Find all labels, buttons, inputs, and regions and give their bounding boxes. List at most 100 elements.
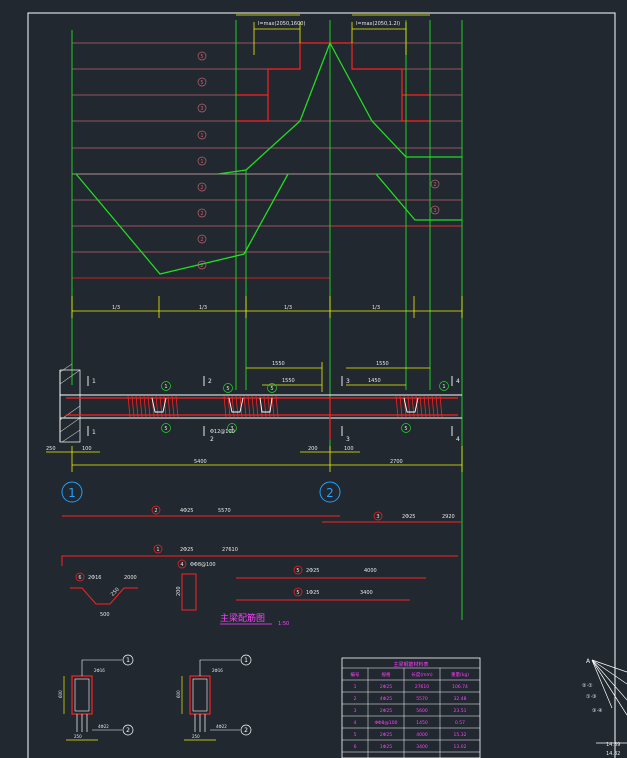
row-marker: 1 [200, 133, 203, 139]
bar-length: 4000 [364, 568, 377, 574]
table-cell: 6 [354, 744, 357, 750]
table-cell: 32.48 [454, 696, 467, 702]
detail-width: 250 [74, 734, 82, 739]
section-2-bottom: 2 [210, 436, 214, 443]
detail-axis-bottom: 2 [244, 727, 248, 734]
top-dim-right: l=max(2050,1.2l) [356, 21, 400, 27]
section-4-top: 4 [456, 378, 460, 385]
bar-length: 2000 [124, 575, 137, 581]
detail-bottom-bar: 4Φ22 [216, 724, 227, 729]
table-cell: 5570 [416, 696, 428, 702]
cut-length-top-left: 1550 [272, 361, 285, 367]
moment-diagram: l=max(2050,1600) l=max(2050,1.2l) 5 5 3 1 1 2… [71, 14, 463, 620]
row-marker: 2 [200, 185, 203, 191]
bar-spec: 1Φ25 [306, 590, 319, 596]
top-dim-left: l=max(2050,1600) [258, 21, 305, 27]
detail-top-bar: 2Φ16 [94, 668, 105, 673]
table-cell: ΦΦ8@100 [374, 720, 397, 726]
right-marker: 3 [433, 208, 436, 214]
span-dim-3: 1/3 [284, 305, 292, 311]
section-2-top: 2 [208, 378, 212, 385]
cut-length-top-right: 1550 [376, 361, 389, 367]
beam-label-top-3: 5 [270, 386, 273, 392]
beam-label-bottom-1: 5 [164, 426, 167, 432]
bar-spec: 2Φ16 [88, 575, 101, 581]
beam-label-top-1: 1 [164, 384, 167, 390]
table-header-cell: 规格 [382, 671, 391, 678]
table-cell: 2Φ25 [380, 732, 392, 738]
corner-label-4: 14.89 [606, 742, 620, 748]
corner-label-2: ①·③ [586, 694, 597, 700]
bar-spec: 2Φ25 [306, 568, 319, 574]
corner-label-1: ②·① [582, 683, 593, 689]
detail-axis-top: 1 [244, 657, 248, 664]
table-header-cell: 重量(kg) [451, 671, 469, 678]
span-length-1: 5400 [194, 459, 207, 465]
detail-height: 600 [58, 690, 63, 698]
support-dim-4: 100 [344, 446, 354, 452]
row-marker: 5 [200, 80, 203, 86]
row-marker: 2 [200, 237, 203, 243]
detail-height: 600 [176, 690, 181, 698]
beam-label-top-4: 1 [442, 384, 445, 390]
table-cell: 1Φ25 [380, 744, 392, 750]
table-cell: 15.32 [454, 732, 467, 738]
stirrup-dim: 200 [176, 586, 182, 596]
span-dim-2: 1/3 [199, 305, 207, 311]
table-cell: 4000 [416, 732, 428, 738]
table-cell: 2Φ25 [380, 708, 392, 714]
support-dim-1: 250 [46, 446, 56, 452]
row-marker: 2 [200, 211, 203, 217]
row-marker: 5 [200, 54, 203, 60]
bar-spec: 4Φ25 [180, 508, 193, 514]
drawing-frame [27, 12, 616, 758]
table-cell: 1450 [416, 720, 428, 726]
table-cell: 5 [354, 732, 357, 738]
corner-fragment: A ②·① ①·③ ③·④ 14.89 14.82 [582, 658, 627, 757]
axis-1-label: 1 [68, 486, 76, 500]
table-title: 主梁钢筋材料表 [393, 661, 428, 668]
table-cell: 23.51 [454, 708, 467, 714]
table-header-cell: 编号 [351, 671, 360, 678]
detail-axis-bottom: 2 [126, 727, 130, 734]
table-cell: 3400 [416, 744, 428, 750]
row-marker: 1 [200, 159, 203, 165]
section-4-bottom: 4 [456, 436, 460, 443]
right-marker: 2 [433, 182, 436, 188]
bar-num: 6 [78, 575, 81, 581]
table-cell: 1 [354, 684, 357, 690]
corner-label-3: ③·④ [592, 708, 603, 714]
table-header-cell: 长度(mm) [411, 671, 433, 678]
cut-length-inner-right: 1450 [368, 378, 381, 384]
bar-spec: 2Φ25 [402, 514, 415, 520]
table-cell: 106.74 [452, 684, 468, 690]
span-dim-1: 1/3 [112, 305, 120, 311]
bar-spec: 2Φ25 [180, 547, 193, 553]
stirrup-note: Φ12@100 [210, 429, 235, 435]
beam-label-bottom-3: 5 [404, 426, 407, 432]
beam-elevation: 1 1 2 2 3 3 4 4 1550 1550 1550 1450 [46, 361, 463, 472]
axis-bubbles: 1 2 [61, 481, 341, 503]
corner-label-a: A [586, 658, 591, 665]
bar-length: 3400 [360, 590, 373, 596]
support-dim-2: 100 [82, 446, 92, 452]
span-dim-4: 1/3 [372, 305, 380, 311]
bar-num: 1 [156, 547, 159, 553]
bar-num: 2 [154, 508, 157, 514]
section-3-bottom: 3 [346, 436, 350, 443]
bar-spec: ΦΦ8@100 [190, 562, 216, 568]
bar-num: 5 [296, 590, 299, 596]
bar-length: 2920 [442, 514, 455, 520]
bar-length: 5570 [218, 508, 231, 514]
section-1-top: 1 [92, 378, 96, 385]
section-1-bottom: 1 [92, 429, 96, 436]
bent-bar-b: 250 [110, 587, 121, 598]
table-cell: 4Φ25 [380, 696, 392, 702]
